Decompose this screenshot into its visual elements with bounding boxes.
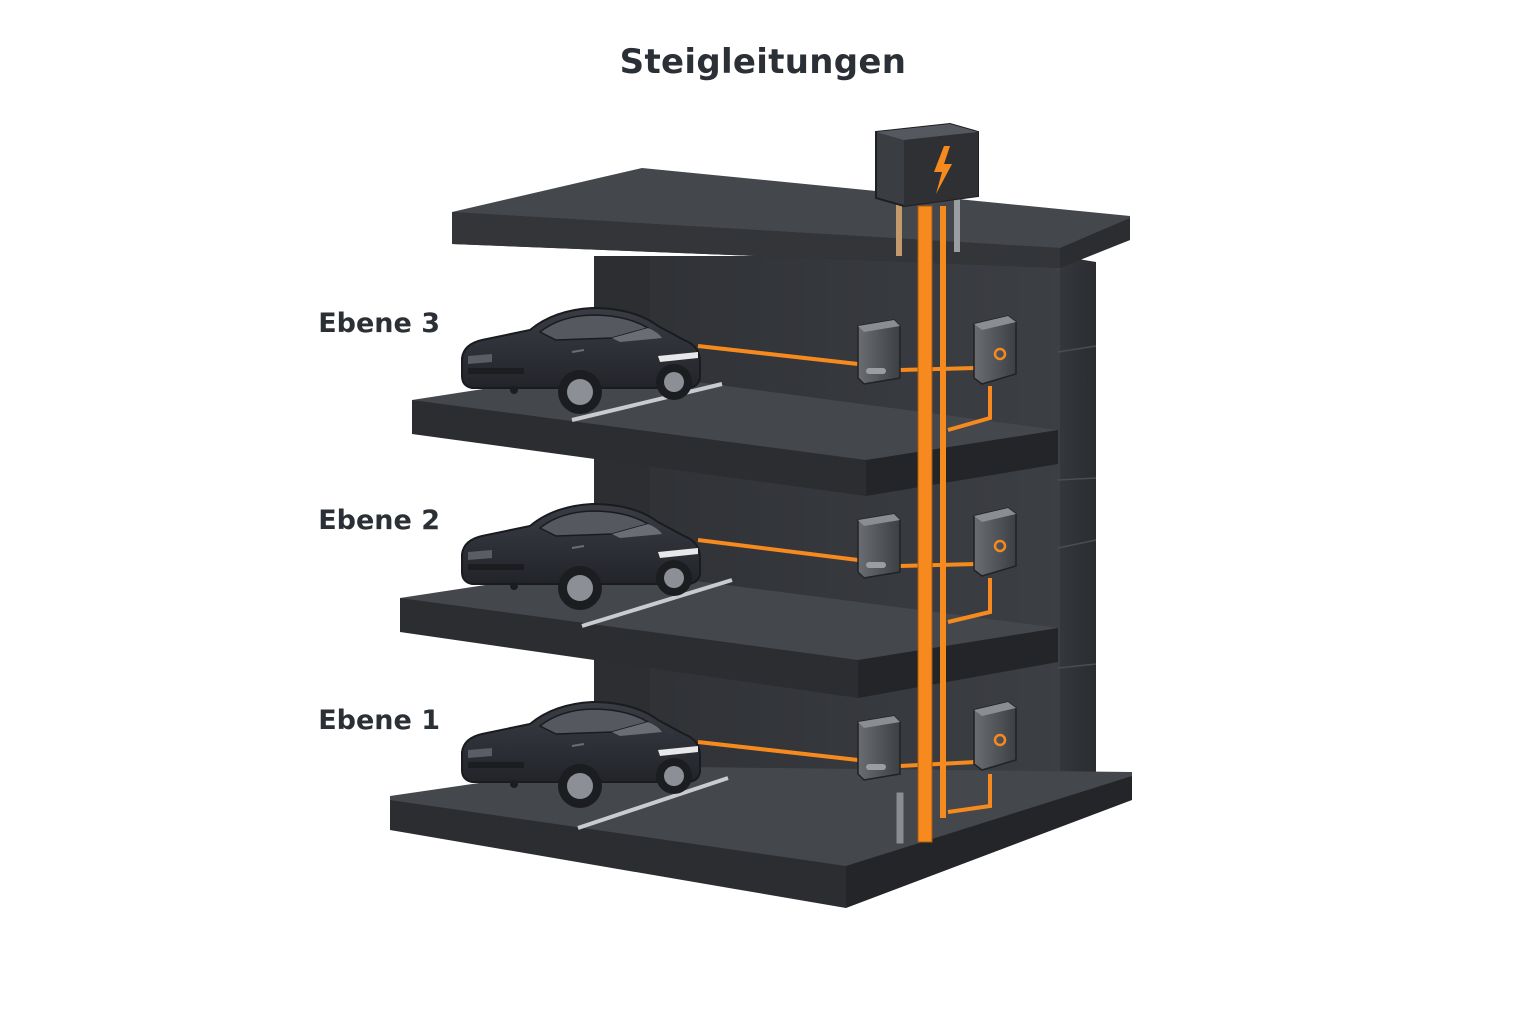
- diagram-title: Steigleitungen: [619, 42, 907, 82]
- roof-slab: [452, 168, 1130, 268]
- wallbox-level-1: [972, 700, 1018, 772]
- distribution-box: [875, 122, 979, 256]
- lightning-bolt-icon: [934, 146, 952, 194]
- ground-post: [895, 791, 905, 845]
- right-core: [1060, 256, 1096, 790]
- meter-level-3: [857, 319, 901, 385]
- level-label-2: Ebene 2: [318, 505, 440, 536]
- riser-cables: [917, 205, 946, 843]
- wallbox-level-2: [972, 506, 1018, 578]
- meter-level-1: [857, 715, 901, 781]
- meter-level-2: [857, 513, 901, 579]
- wallbox-level-3: [972, 314, 1018, 386]
- level-label-1: Ebene 1: [318, 705, 440, 736]
- slab-level-1: [390, 766, 1132, 908]
- level-label-3: Ebene 3: [318, 308, 440, 339]
- branch-cables: [697, 344, 992, 814]
